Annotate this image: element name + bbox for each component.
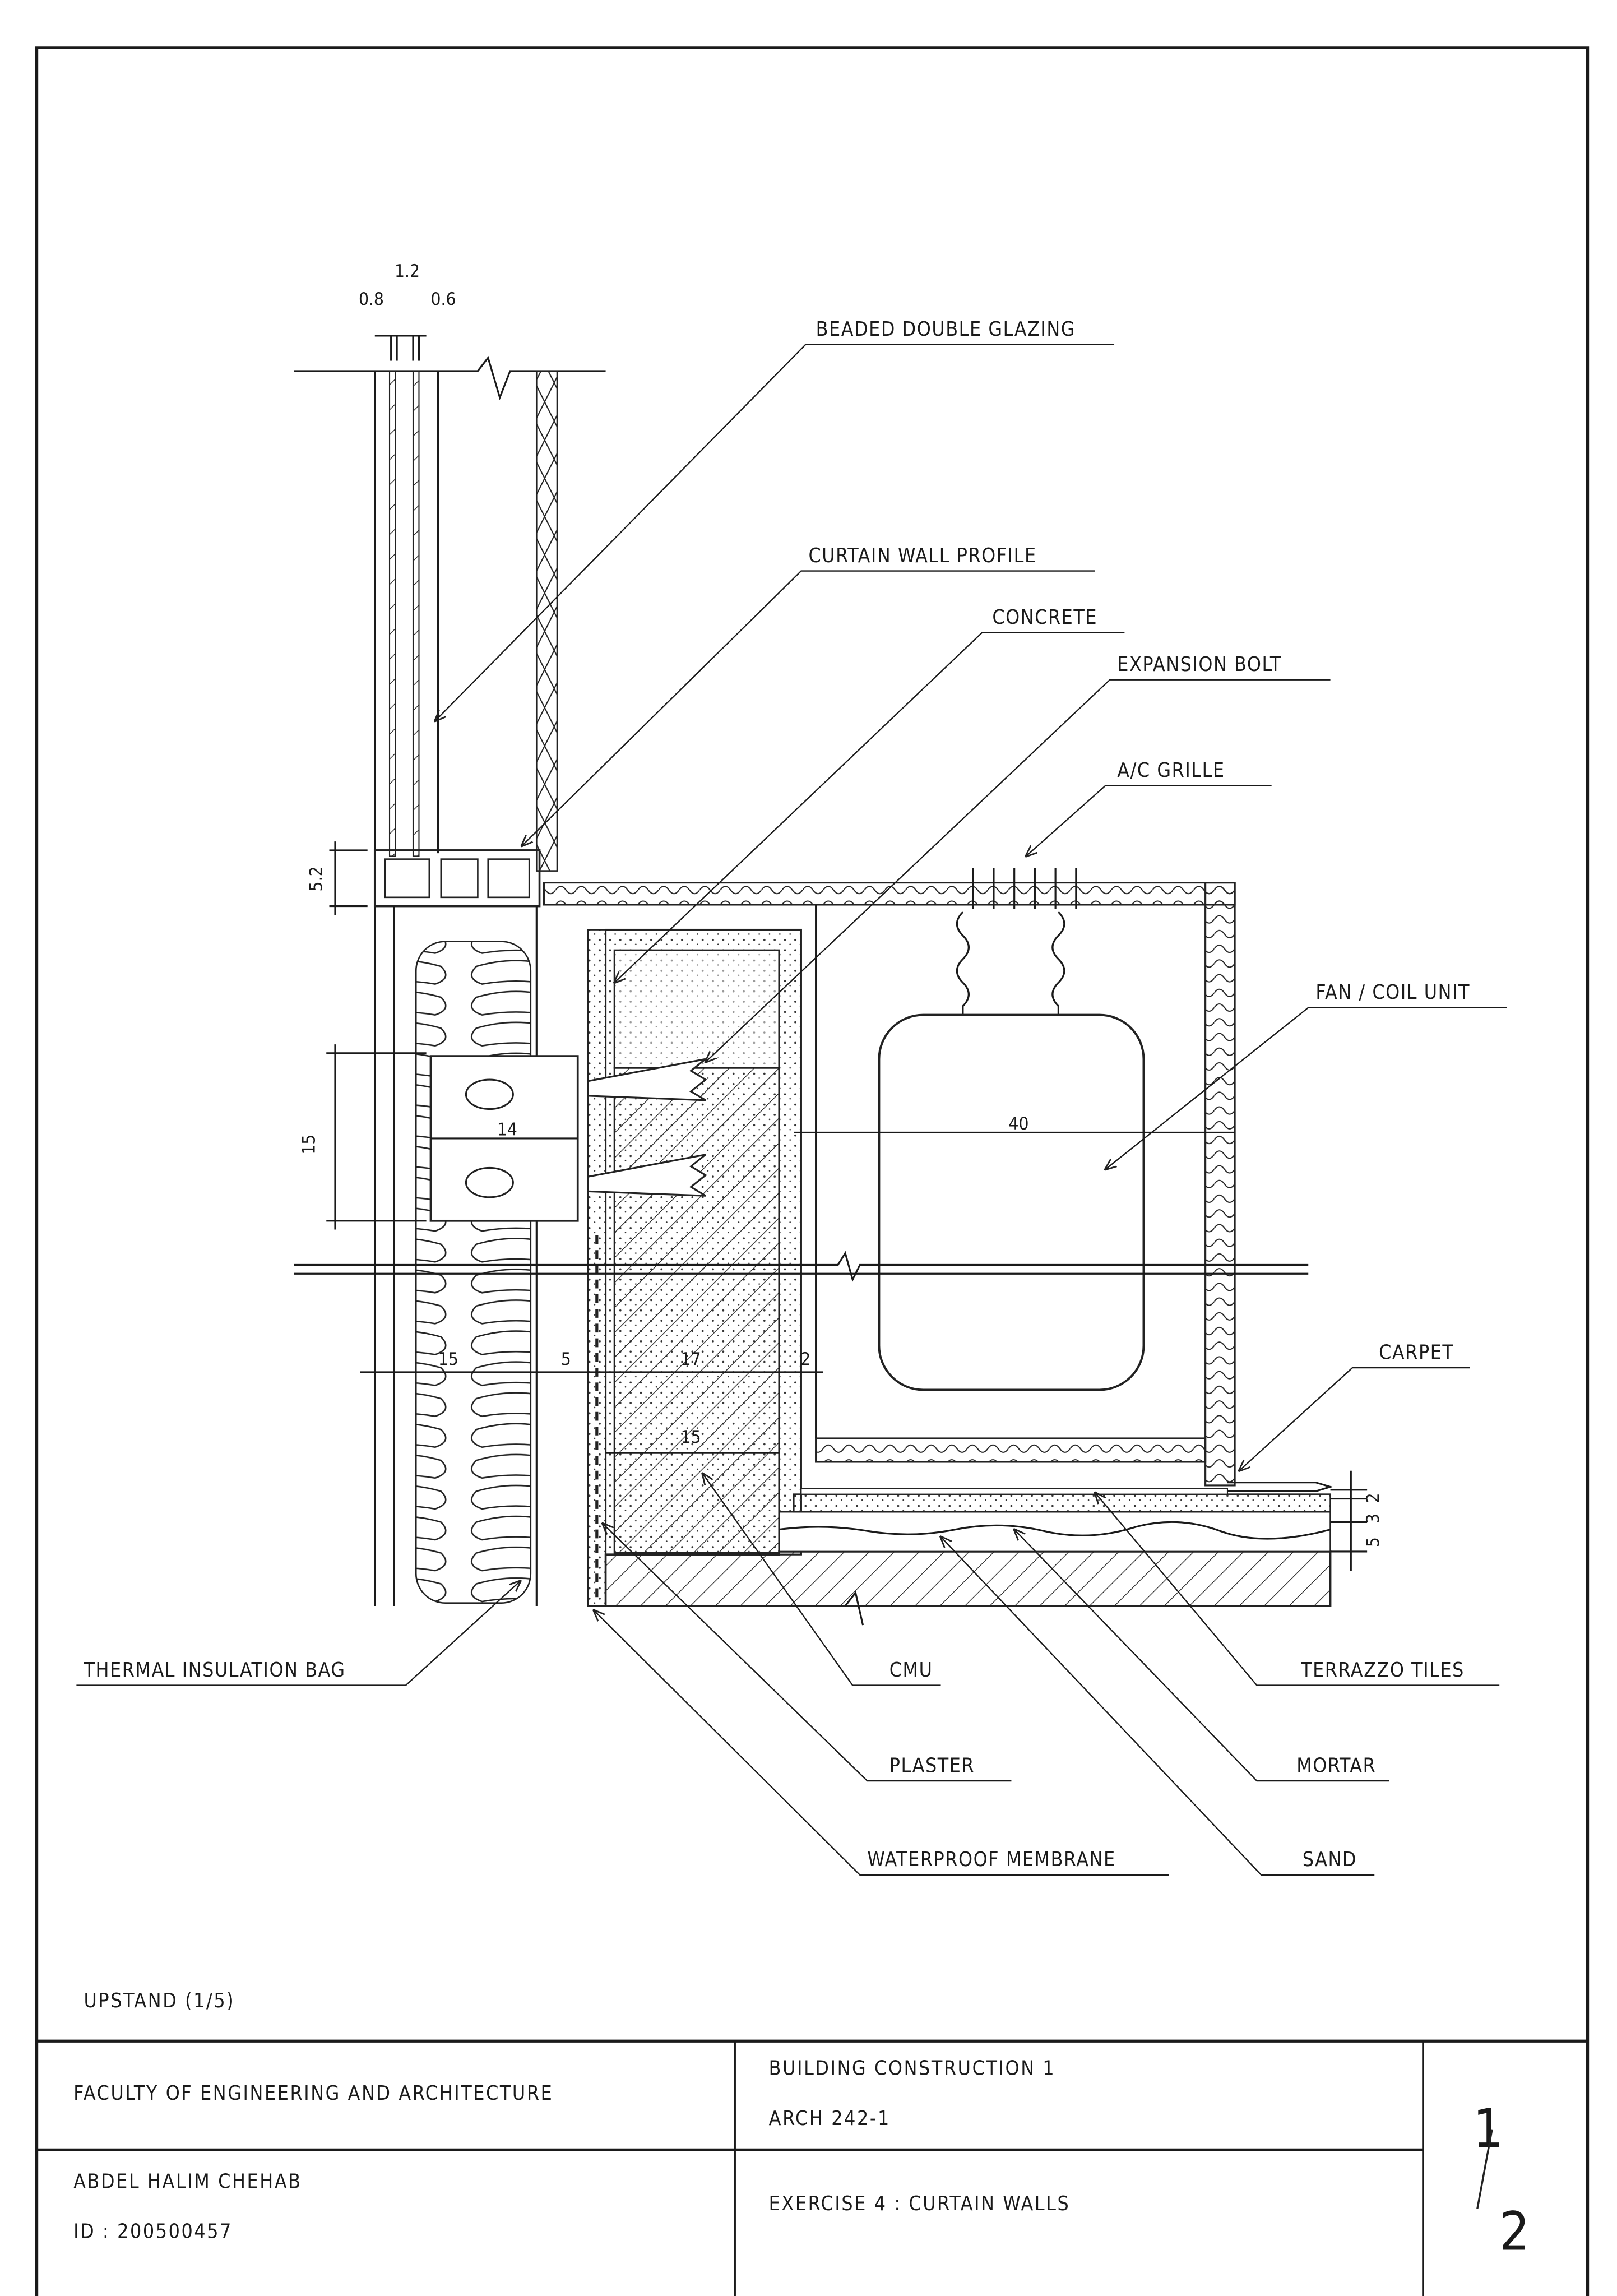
horizontal-dimensions: 15 5 17 2 15 40	[360, 1114, 1235, 1454]
dim-floor-sand: 5	[1363, 1537, 1383, 1547]
label-carpet: CARPET	[1379, 1341, 1454, 1364]
dim-bracket-width: 14	[497, 1120, 517, 1140]
label-mortar: MORTAR	[1296, 1754, 1376, 1777]
dim-bracket-height: 15	[299, 1135, 319, 1155]
label-plaster: PLASTER	[889, 1754, 975, 1777]
dim-gap: 5	[561, 1349, 571, 1369]
label-fan-coil-unit: FAN / COIL UNIT	[1315, 981, 1470, 1004]
curtain-wall-profile: 5.2	[306, 841, 541, 915]
course-code: ARCH 242-1	[769, 2107, 891, 2130]
mortar-layer	[793, 1493, 1331, 1513]
exercise-title: EXERCISE 4 : CURTAIN WALLS	[769, 2192, 1071, 2215]
label-thermal-insulation-bag: THERMAL INSULATION BAG	[83, 1659, 345, 1682]
fan-coil-unit	[878, 1013, 1145, 1391]
floor-board	[543, 882, 1236, 906]
label-cmu: CMU	[889, 1659, 933, 1682]
mullion	[535, 370, 558, 872]
course-name: BUILDING CONSTRUCTION 1	[769, 2057, 1056, 2080]
enclosure-side	[1204, 882, 1236, 1487]
carpet	[1227, 1482, 1334, 1492]
dim-glass-total: 1.2	[395, 261, 420, 281]
dim-wall: 17	[681, 1349, 701, 1369]
student-name: ABDEL HALIM CHEHAB	[73, 2170, 302, 2193]
dim-unit-width: 40	[1009, 1114, 1029, 1134]
label-curtain-wall-profile: CURTAIN WALL PROFILE	[809, 544, 1037, 567]
dim-floor-tile: 2	[1363, 1493, 1383, 1503]
dim-profile-height: 5.2	[306, 866, 326, 891]
sand-layer	[778, 1511, 1331, 1553]
section-detail: 1.2 0.8 0.6 5.2 15 14	[294, 261, 1383, 1626]
break-line-top	[294, 355, 606, 400]
institution-name: FACULTY OF ENGINEERING AND ARCHITECTURE	[73, 2082, 553, 2105]
label-beaded-double-glazing: BEADED DOUBLE GLAZING	[816, 318, 1076, 341]
sheet-border	[35, 46, 1590, 2296]
drawing-title: UPSTAND (1/5)	[84, 1989, 235, 2012]
terrazzo-tiles	[800, 1488, 1229, 1495]
label-ac-grille: A/C GRILLE	[1117, 759, 1225, 782]
dim-glass-left: 0.8	[359, 289, 384, 309]
expansion-bolts	[587, 1058, 707, 1197]
glass-dimensions: 1.2 0.8 0.6	[359, 261, 456, 361]
floor-dimensions: 5 3 2	[1330, 1470, 1383, 1571]
title-block: FACULTY OF ENGINEERING AND ARCHITECTURE …	[36, 2039, 1588, 2296]
ac-grille	[956, 868, 1077, 1015]
floor-slab	[604, 1550, 1332, 1607]
bracket: 15 14	[299, 1044, 579, 1230]
sheet-slash	[1476, 2129, 1493, 2209]
dim-plaster: 2	[800, 1349, 810, 1369]
label-concrete: CONCRETE	[992, 606, 1097, 629]
dim-insulation: 15	[438, 1349, 458, 1369]
dim-floor-mortar: 3	[1363, 1513, 1383, 1524]
label-sand: SAND	[1303, 1848, 1357, 1871]
callouts: BEADED DOUBLE GLAZING CURTAIN WALL PROFI…	[76, 318, 1507, 1876]
double-glazing	[374, 370, 439, 1606]
dim-glass-right: 0.6	[430, 289, 456, 309]
sheet-total: 2	[1499, 2201, 1530, 2263]
insulation-bag	[415, 941, 532, 1604]
student-id: ID : 200500457	[73, 2220, 233, 2243]
enclosure-base	[815, 1437, 1207, 1463]
label-terrazzo-tiles: TERRAZZO TILES	[1300, 1659, 1465, 1682]
cmu-block	[613, 1067, 780, 1554]
label-expansion-bolt: EXPANSION BOLT	[1117, 653, 1282, 676]
break-line-mid	[294, 1251, 1309, 1283]
dim-cmu: 15	[681, 1427, 701, 1447]
label-waterproof-membrane: WATERPROOF MEMBRANE	[867, 1848, 1115, 1871]
